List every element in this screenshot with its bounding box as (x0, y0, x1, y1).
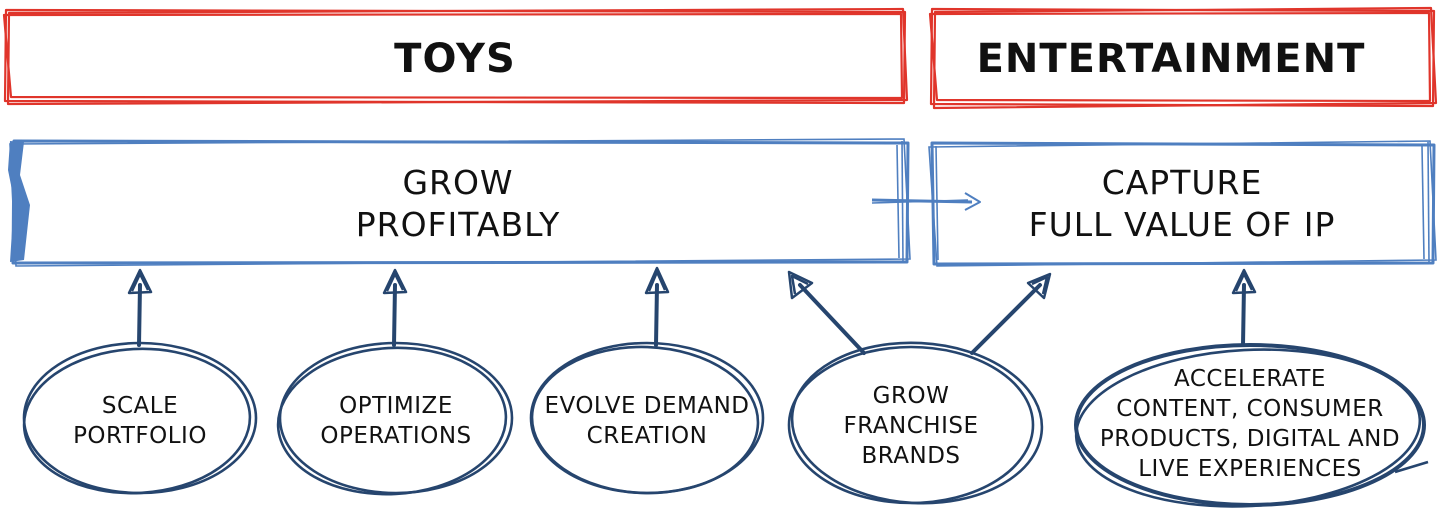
pillar-scale-portfolio: SCALE PORTFOLIO (22, 341, 258, 495)
segment-header-label: TOYS (394, 36, 516, 82)
strategy-line-2: FULL VALUE OF IP (1029, 205, 1336, 244)
pillar-label-line: EVOLVE DEMAND (544, 393, 749, 419)
pillar-label-line: GROW (873, 383, 950, 409)
strategy-line-2: PROFITABLY (356, 205, 561, 244)
pillar-label-line: OPERATIONS (320, 423, 471, 449)
arrow-scale-portfolio (127, 268, 153, 347)
strategy-line-1: GROW (402, 163, 513, 202)
pillar-label-line: OPTIMIZE (339, 393, 453, 419)
arrow-optimize-operations (382, 268, 408, 347)
strategy-line-1: CAPTURE (1102, 163, 1263, 202)
pillar-accelerate-content: ACCELERATE CONTENT, CONSUMER PRODUCTS, D… (1074, 343, 1429, 508)
pillar-label-line: SCALE (102, 393, 178, 419)
strategy-box-grow-profitably: GROW PROFITABLY (8, 138, 911, 267)
pillar-label-line: CREATION (587, 423, 708, 449)
pillar-label-line: CONTENT, CONSUMER (1116, 396, 1384, 422)
arrow-grow-franchise-right (970, 272, 1052, 355)
pillar-label-line: ACCELERATE (1174, 366, 1326, 392)
pillar-label-line: FRANCHISE (844, 413, 979, 439)
segment-header-label: ENTERTAINMENT (977, 36, 1366, 82)
pillar-label-line: LIVE EXPERIENCES (1138, 456, 1362, 482)
pillar-label-line: BRANDS (861, 443, 960, 469)
pillar-evolve-demand: EVOLVE DEMAND CREATION (529, 341, 765, 495)
arrow-grow-franchise-left (787, 270, 866, 355)
segment-header-entertainment: ENTERTAINMENT (928, 6, 1438, 110)
pillar-label-line: PORTFOLIO (73, 423, 207, 449)
strategy-box-capture-value: CAPTURE FULL VALUE OF IP (928, 140, 1437, 267)
strategy-connector-arrow (871, 192, 981, 211)
arrow-evolve-demand (644, 266, 670, 347)
pillar-grow-franchise: GROW FRANCHISE BRANDS (787, 341, 1044, 505)
segment-header-toys: TOYS (2, 7, 909, 106)
pillar-label-line: PRODUCTS, DIGITAL AND (1100, 426, 1400, 452)
pillar-optimize-operations: OPTIMIZE OPERATIONS (276, 341, 514, 496)
arrow-accelerate-content (1231, 268, 1257, 347)
